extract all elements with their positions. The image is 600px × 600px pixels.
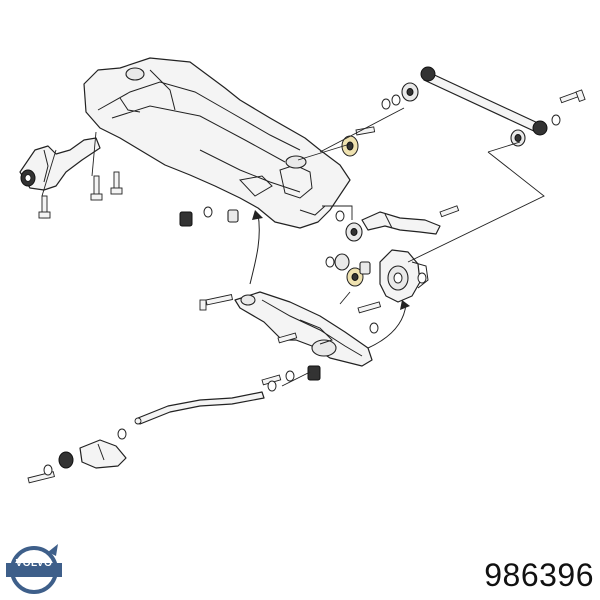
left-front-bracket: [19, 137, 101, 191]
bolt-left-3: [110, 171, 123, 195]
bolt-mid: [277, 332, 298, 344]
bolt-left-1: [38, 195, 51, 219]
rear-subframe: [83, 57, 351, 229]
part-number-label: 986396: [484, 557, 594, 593]
bolt-knuckle: [357, 301, 382, 314]
bolt-left-2: [90, 175, 103, 201]
bushing-right-end: [510, 129, 526, 147]
lower-control-arm: [234, 291, 373, 367]
bushing-toe: [345, 222, 363, 242]
bushing-lower: [334, 253, 350, 271]
upper-link: [420, 66, 548, 136]
bolt-toe: [439, 205, 460, 218]
wheel-knuckle: [379, 249, 429, 303]
volvo-logo: [6, 544, 62, 594]
assembly-leader-lines: [41, 107, 545, 387]
nuts: [179, 209, 371, 381]
bolt-top-right: [559, 89, 586, 104]
toe-link: [361, 211, 441, 235]
logo-container: VOLVO: [4, 534, 64, 594]
bushings: [334, 82, 526, 287]
bushing-link-end: [401, 82, 419, 102]
bolt-arm-left: [199, 294, 234, 311]
bottom-bracket: [58, 439, 127, 469]
washers: [43, 94, 561, 476]
logo-wordmark: VOLVO: [15, 558, 53, 569]
bushing-knuckle: [346, 267, 364, 287]
curved-arrows: [249, 210, 410, 349]
lateral-link: [134, 391, 265, 425]
